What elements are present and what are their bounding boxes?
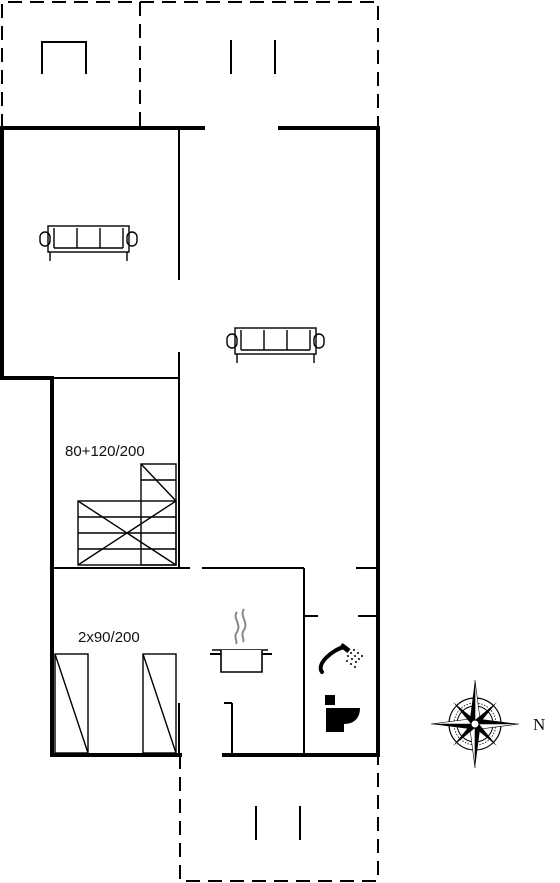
exterior-walls xyxy=(0,126,380,757)
stairs-icon xyxy=(77,463,177,566)
toilet-icon xyxy=(325,695,360,732)
bed-icon xyxy=(142,653,177,754)
bed-icon xyxy=(54,653,89,754)
sofa-icon xyxy=(39,225,138,261)
terrace-bottom xyxy=(179,755,379,882)
interior-walls xyxy=(52,128,378,755)
terrace-top xyxy=(1,1,379,128)
north-label: N xyxy=(533,715,545,734)
shower-icon xyxy=(318,643,363,674)
compass-rose-icon xyxy=(430,679,520,769)
bedroom-2-bed-label: 2x90/200 xyxy=(78,629,140,646)
bedroom-1-bed-label: 80+120/200 xyxy=(65,443,145,460)
cooking-pot-icon xyxy=(210,608,272,673)
sofa-icon xyxy=(226,327,325,363)
